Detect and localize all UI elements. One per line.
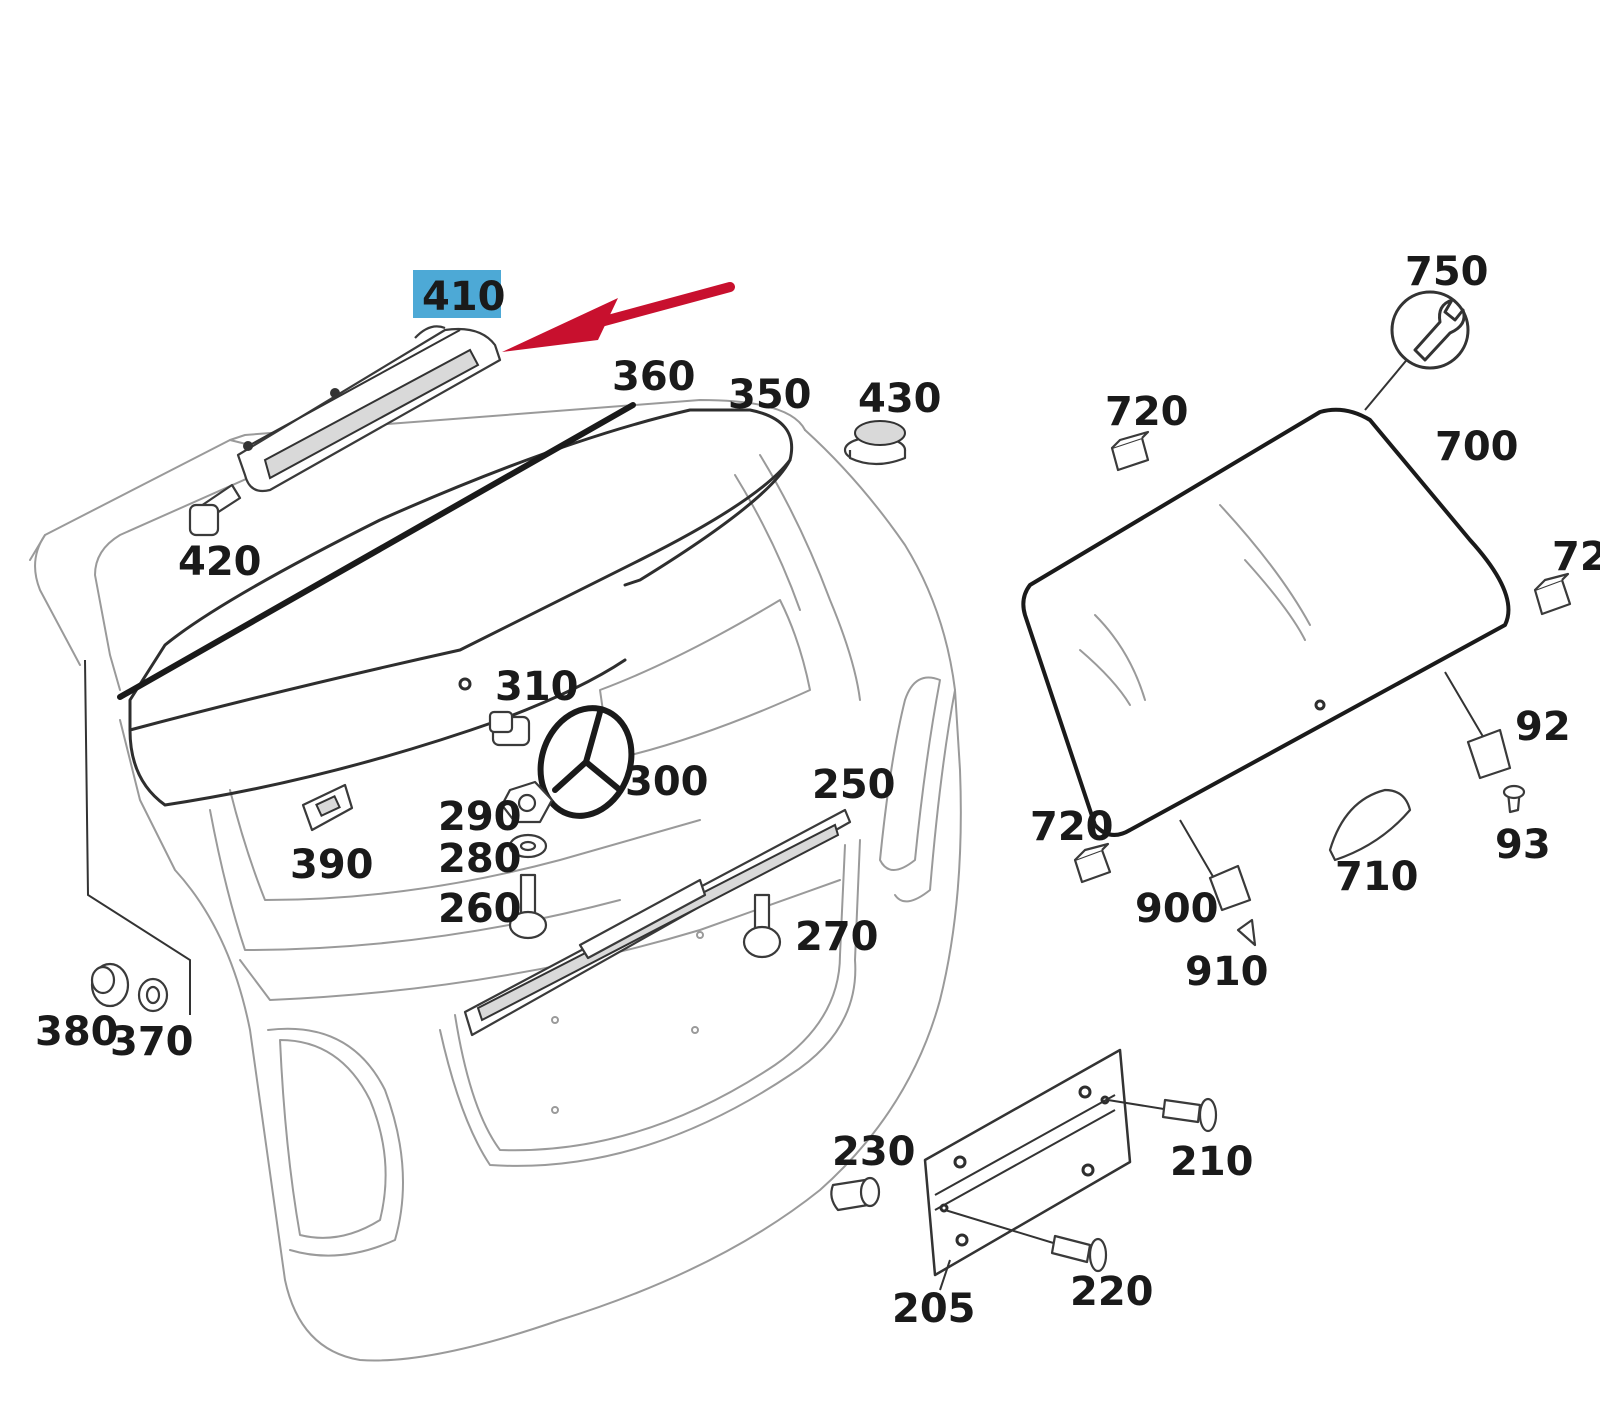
- nut-290: [500, 780, 554, 824]
- callout-350: 350: [728, 372, 812, 418]
- grommet-430: [843, 420, 907, 466]
- callout-900: 900: [1135, 886, 1219, 932]
- callout-410-highlight: [413, 270, 501, 318]
- rear-window-700: [1021, 407, 1511, 837]
- screw-420: [188, 483, 242, 537]
- three-pointed-star-icon: [552, 709, 623, 793]
- spacer-720-right: [1533, 572, 1572, 616]
- callout-205: 205: [892, 1286, 976, 1332]
- leader-205: [939, 1259, 951, 1291]
- screw-210: [1107, 1097, 1218, 1133]
- tailgate-shell: [29, 399, 962, 1362]
- callout-260: 260: [438, 886, 522, 932]
- callout-300: 300: [625, 759, 709, 805]
- switch-390: [301, 783, 354, 832]
- brake-light-410: [236, 325, 502, 493]
- washer-280: [508, 833, 548, 859]
- screw-270: [742, 893, 782, 959]
- holder-900: [1179, 819, 1252, 912]
- callout-720-left: 720: [1030, 804, 1114, 850]
- callout-430: 430: [858, 376, 942, 422]
- callout-290: 290: [438, 794, 522, 840]
- pin-910: [1236, 918, 1257, 947]
- callout-270: 270: [795, 914, 879, 960]
- spoiler-350: [128, 408, 794, 807]
- callout-360: 360: [612, 354, 696, 400]
- clip-370: [137, 977, 169, 1013]
- callout-230: 230: [832, 1129, 916, 1175]
- spacer-720-left: [1073, 842, 1112, 884]
- emblem-300: [537, 705, 635, 819]
- callout-370: 370: [110, 1019, 194, 1065]
- callout-750: 750: [1405, 249, 1489, 295]
- cover-710: [1328, 788, 1412, 862]
- callout-700: 700: [1435, 424, 1519, 470]
- callout-720-right: 72: [1552, 534, 1600, 580]
- plug-230: [830, 1176, 881, 1212]
- callout-710: 710: [1335, 854, 1419, 900]
- spacer-720-top: [1110, 430, 1150, 472]
- callout-920: 92: [1515, 704, 1571, 750]
- holder-920: [1444, 671, 1512, 780]
- trim-strip-250: [463, 808, 852, 1037]
- callout-720-top: 720: [1105, 389, 1189, 435]
- callout-380: 380: [35, 1009, 119, 1055]
- highlight-arrow: [502, 282, 735, 352]
- callout-910: 910: [1185, 949, 1269, 995]
- callout-410: 410: [422, 274, 506, 320]
- callout-250: 250: [812, 762, 896, 808]
- service-symbol-750: [1364, 290, 1470, 411]
- callout-420: 420: [178, 539, 262, 585]
- callout-310: 310: [495, 664, 579, 710]
- callout-210: 210: [1170, 1139, 1254, 1185]
- bumper-380: [90, 962, 130, 1008]
- wrench-icon: [1413, 298, 1466, 362]
- screw-220: [944, 1209, 1108, 1273]
- callout-390: 390: [290, 842, 374, 888]
- stud-260: [508, 873, 548, 940]
- callout-220: 220: [1070, 1269, 1154, 1315]
- callout-280: 280: [438, 836, 522, 882]
- pin-930: [1502, 784, 1526, 814]
- leader-370: [84, 659, 191, 1015]
- callout-930: 93: [1495, 822, 1551, 868]
- clip-310: [488, 710, 531, 747]
- seal-strip-360: [117, 402, 636, 700]
